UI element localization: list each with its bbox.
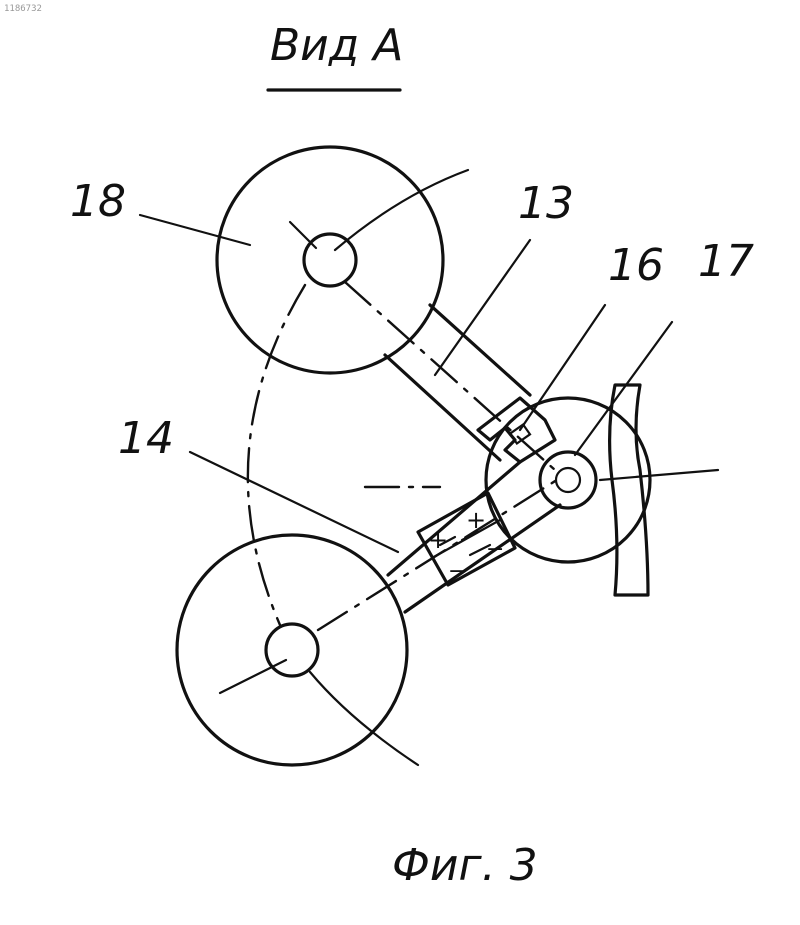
leader-13	[435, 240, 530, 375]
label-18: 18	[70, 176, 126, 227]
lower-wheel	[177, 535, 418, 765]
swing-arc	[248, 285, 305, 625]
leader-17	[575, 322, 672, 455]
label-14: 14	[118, 413, 174, 464]
label-17: 17	[698, 236, 754, 287]
label-13: 13	[518, 178, 574, 229]
leader-14	[190, 452, 398, 552]
svg-text:+: +	[428, 526, 448, 554]
svg-text:−: −	[486, 537, 504, 562]
figure-caption: Фиг. 3	[392, 840, 538, 891]
doc-number: 1186732	[4, 4, 42, 14]
upper-wheel	[217, 147, 468, 373]
rail-surface	[610, 385, 648, 595]
leader-16	[520, 305, 605, 430]
view-title: Вид А	[270, 20, 403, 71]
svg-text:−: −	[448, 559, 466, 584]
svg-text:+: +	[466, 506, 486, 534]
leader-18	[140, 215, 250, 245]
label-16: 16	[608, 240, 664, 291]
upper-arm	[345, 282, 555, 470]
roller-17	[486, 398, 718, 562]
